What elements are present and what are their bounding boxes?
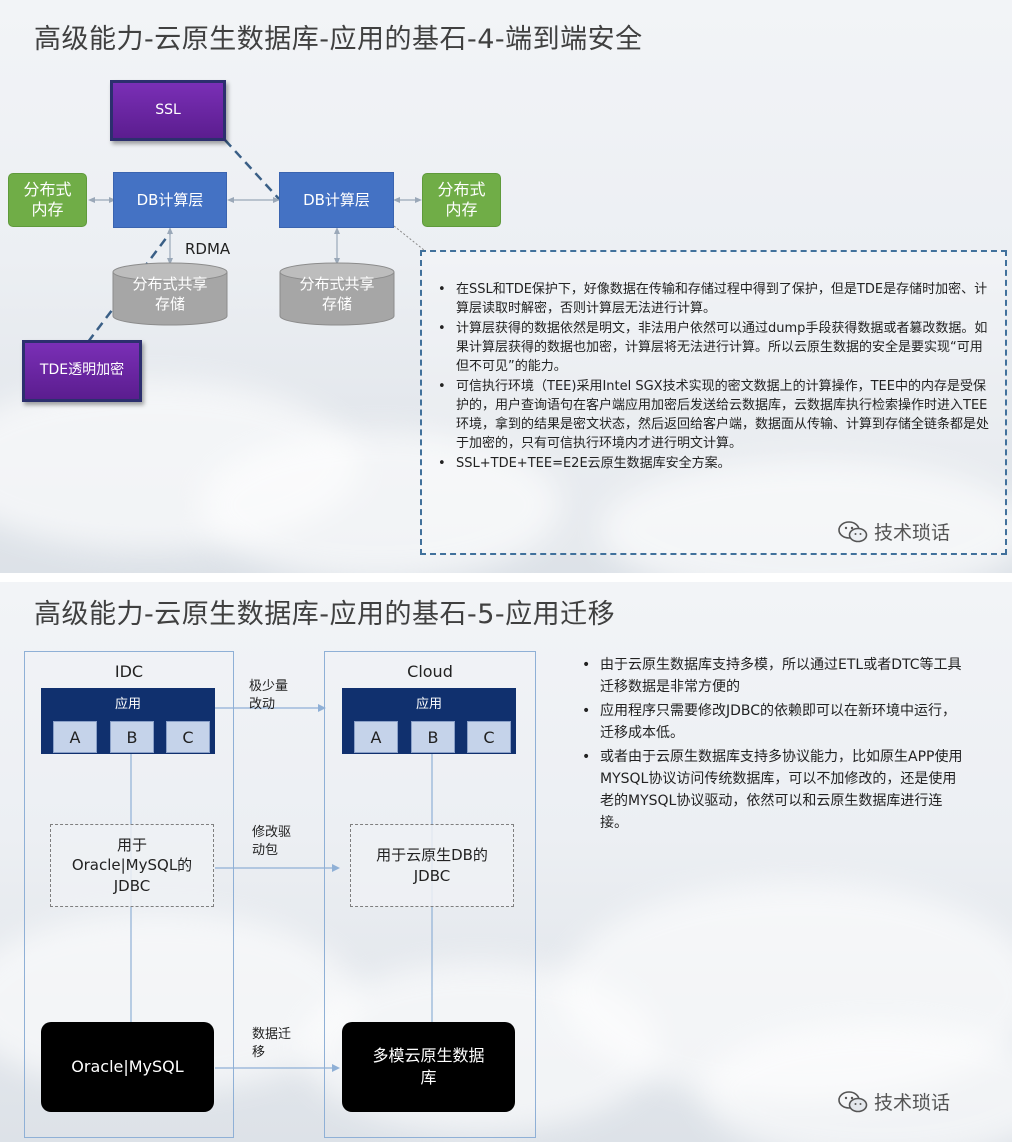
arrow-label-data-migration: 数据迁 移 bbox=[252, 1027, 292, 1060]
tde-transparent-encryption-box: TDE透明加密 bbox=[22, 340, 142, 402]
app-module-c: C bbox=[166, 721, 210, 753]
bullet-item: 应用程序只需要修改JDBC的依赖即可以在新环境中运行，迁移成本低。 bbox=[582, 700, 970, 744]
app-module-a: A bbox=[354, 721, 398, 753]
jdbc-box-legacy: 用于 Oracle|MySQL的 JDBC bbox=[50, 824, 214, 907]
idc-label: IDC bbox=[114, 662, 144, 681]
db-compute-layer-right: DB计算层 bbox=[279, 172, 394, 228]
shared-storage-right: 分布式共享 存储 bbox=[279, 262, 395, 326]
bullet-item: 在SSL和TDE保护下，好像数据在传输和存储过程中得到了保护，但是TDE是存储时… bbox=[438, 280, 991, 318]
app-module-a: A bbox=[53, 721, 97, 753]
security-bullet-list: 在SSL和TDE保护下，好像数据在传输和存储过程中得到了保护，但是TDE是存储时… bbox=[438, 280, 991, 473]
shared-storage-right-label: 分布式共享 存储 bbox=[299, 275, 375, 314]
bullet-item: 由于云原生数据库支持多模，所以通过ETL或者DTC等工具迁移数据是非常方便的 bbox=[582, 654, 970, 698]
watermark: 技术琐话 bbox=[838, 518, 950, 545]
migration-bullet-list: 由于云原生数据库支持多模，所以通过ETL或者DTC等工具迁移数据是非常方便的 应… bbox=[582, 654, 970, 834]
bullet-item: 计算层获得的数据依然是明文，非法用户依然可以通过dump手段获得数据或者篡改数据… bbox=[438, 319, 991, 376]
database-legacy: Oracle|MySQL bbox=[41, 1022, 214, 1112]
slide-divider bbox=[0, 573, 1012, 582]
watermark-text: 技术琐话 bbox=[874, 522, 951, 544]
migration-notes: 由于云原生数据库支持多模，所以通过ETL或者DTC等工具迁移数据是非常方便的 应… bbox=[582, 654, 970, 835]
cylinder-shape bbox=[112, 262, 228, 326]
slide-end-to-end-security: 高级能力-云原生数据库-应用的基石-4-端到端安全 SSL 分布式 内存 DB计… bbox=[0, 0, 1012, 573]
bullet-item: 或者由于云原生数据库支持多协议能力，比如原生APP使用MYSQL协议访问传统数据… bbox=[582, 746, 970, 834]
wechat-icon bbox=[838, 520, 868, 542]
app-module-b: B bbox=[411, 721, 455, 753]
arrow-label-change-driver: 修改驱 动包 bbox=[252, 825, 292, 858]
bullet-item: SSL+TDE+TEE=E2E云原生数据库安全方案。 bbox=[438, 454, 991, 473]
ssl-box: SSL bbox=[110, 80, 226, 141]
distributed-memory-right: 分布式 内存 bbox=[422, 173, 501, 227]
shared-storage-left-label: 分布式共享 存储 bbox=[132, 275, 208, 314]
idc-frame bbox=[24, 651, 234, 1138]
app-label: 应用 bbox=[114, 697, 141, 712]
cloud-frame bbox=[324, 651, 536, 1138]
app-module-b: B bbox=[110, 721, 154, 753]
app-label: 应用 bbox=[415, 697, 442, 712]
shared-storage-left: 分布式共享 存储 bbox=[112, 262, 228, 326]
database-cloud-native: 多模云原生数据 库 bbox=[342, 1022, 515, 1112]
rdma-label: RDMA bbox=[185, 240, 231, 258]
security-notes-panel: 在SSL和TDE保护下，好像数据在传输和存储过程中得到了保护，但是TDE是存储时… bbox=[420, 250, 1007, 555]
distributed-memory-left: 分布式 内存 bbox=[8, 173, 87, 227]
cylinder-shape bbox=[279, 262, 395, 326]
wechat-icon bbox=[838, 1090, 868, 1112]
db-compute-layer-left: DB计算层 bbox=[113, 172, 227, 228]
slide-title: 高级能力-云原生数据库-应用的基石-4-端到端安全 bbox=[34, 24, 643, 55]
app-module-c: C bbox=[467, 721, 511, 753]
slide-application-migration: 高级能力-云原生数据库-应用的基石-5-应用迁移 IDC Cloud 应用 A … bbox=[0, 582, 1012, 1142]
watermark: 技术琐话 bbox=[838, 1088, 950, 1115]
arrow-label-minor-change: 极少量 改动 bbox=[249, 679, 289, 712]
bullet-item: 可信执行环境（TEE)采用Intel SGX技术实现的密文数据上的计算操作，TE… bbox=[438, 377, 991, 453]
slide-title: 高级能力-云原生数据库-应用的基石-5-应用迁移 bbox=[34, 599, 616, 630]
jdbc-box-cloud-native: 用于云原生DB的 JDBC bbox=[350, 824, 514, 907]
watermark-text: 技术琐话 bbox=[874, 1092, 951, 1114]
cloud-label: Cloud bbox=[407, 662, 453, 681]
